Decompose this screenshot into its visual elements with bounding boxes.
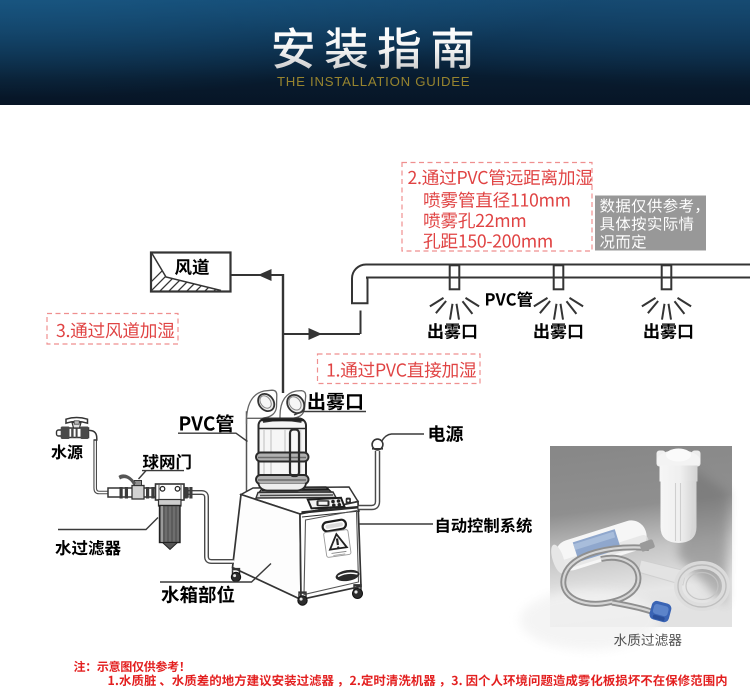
svg-text:THE INSTALLATION GUIDEE: THE INSTALLATION GUIDEE [277,74,470,89]
